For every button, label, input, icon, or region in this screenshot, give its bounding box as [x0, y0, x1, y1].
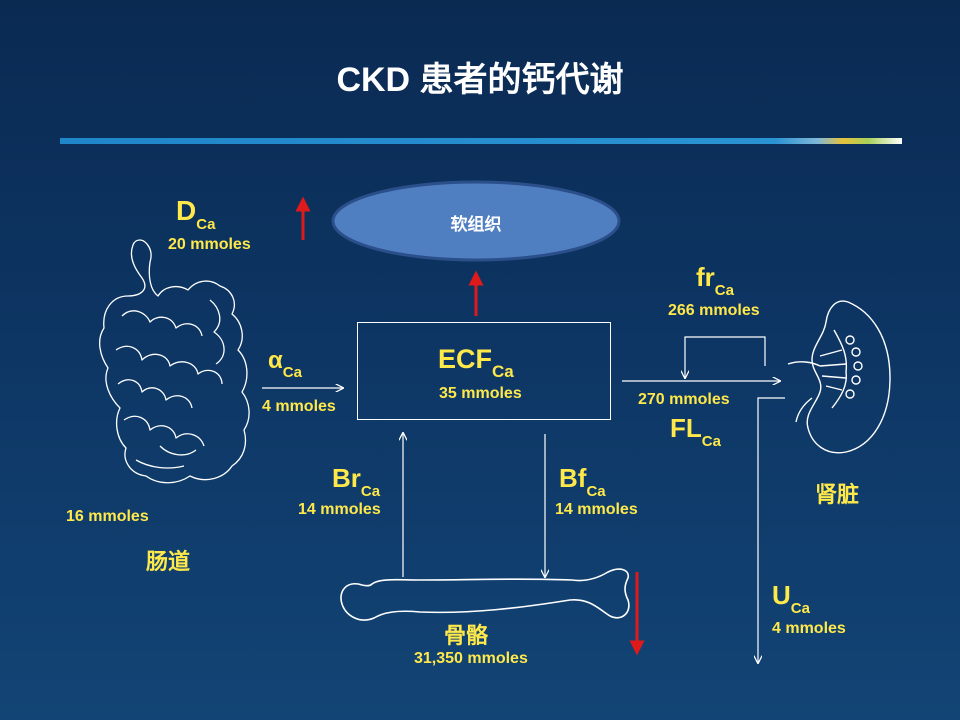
intestine-label: 肠道	[146, 549, 191, 574]
br-amount: 14 mmoles	[298, 501, 381, 518]
ecf-sub: Ca	[492, 362, 514, 381]
intestine-sketch	[98, 239, 250, 484]
ecf-box	[357, 322, 611, 420]
bf-main: Bf	[559, 463, 587, 493]
ecf-main: ECF	[438, 344, 492, 374]
fr-label: frCa	[696, 262, 734, 299]
alpha-sub: Ca	[282, 364, 302, 381]
arrow-u	[758, 397, 785, 663]
bf-amount: 14 mmoles	[555, 501, 638, 518]
ecf-label: ECFCa	[438, 344, 514, 382]
dca-sub: Ca	[196, 216, 216, 233]
bf-label: BfCa	[559, 463, 606, 500]
bone-amount: 31,350 mmoles	[414, 650, 528, 667]
bf-sub: Ca	[586, 483, 606, 500]
u-main: U	[772, 580, 791, 610]
fr-amount: 266 mmoles	[668, 302, 760, 319]
fl-amount: 270 mmoles	[638, 391, 730, 408]
br-main: Br	[332, 463, 361, 493]
br-sub: Ca	[360, 483, 381, 500]
dca-main: D	[176, 195, 197, 226]
soft-tissue-label: 软组织	[450, 215, 502, 234]
bone-label: 骨骼	[444, 623, 489, 648]
fl-sub: Ca	[701, 433, 721, 450]
kidney-sketch	[787, 300, 891, 454]
kidney-label: 肾脏	[815, 482, 860, 507]
intestine-amount: 16 mmoles	[66, 508, 149, 525]
fl-main: FL	[670, 413, 702, 443]
bone-sketch	[340, 568, 630, 621]
alpha-label: αCa	[268, 347, 302, 381]
br-label: BrCa	[332, 463, 380, 500]
u-sub: Ca	[790, 600, 810, 617]
page-title: CKD 患者的钙代谢	[336, 61, 624, 99]
dca-amount: 20 mmoles	[168, 236, 251, 253]
u-amount: 4 mmoles	[772, 620, 846, 637]
alpha-amount: 4 mmoles	[262, 398, 336, 415]
ecf-amount: 35 mmoles	[439, 385, 522, 402]
fl-label: FLCa	[670, 413, 721, 450]
fr-main: fr	[696, 262, 715, 292]
soft-tissue-ellipse	[331, 180, 621, 262]
dca-label: DCa	[176, 195, 215, 233]
arrow-fr	[685, 336, 766, 378]
title-divider	[60, 138, 902, 144]
alpha-main: α	[268, 347, 283, 374]
fr-sub: Ca	[714, 282, 734, 299]
u-label: UCa	[772, 580, 810, 617]
